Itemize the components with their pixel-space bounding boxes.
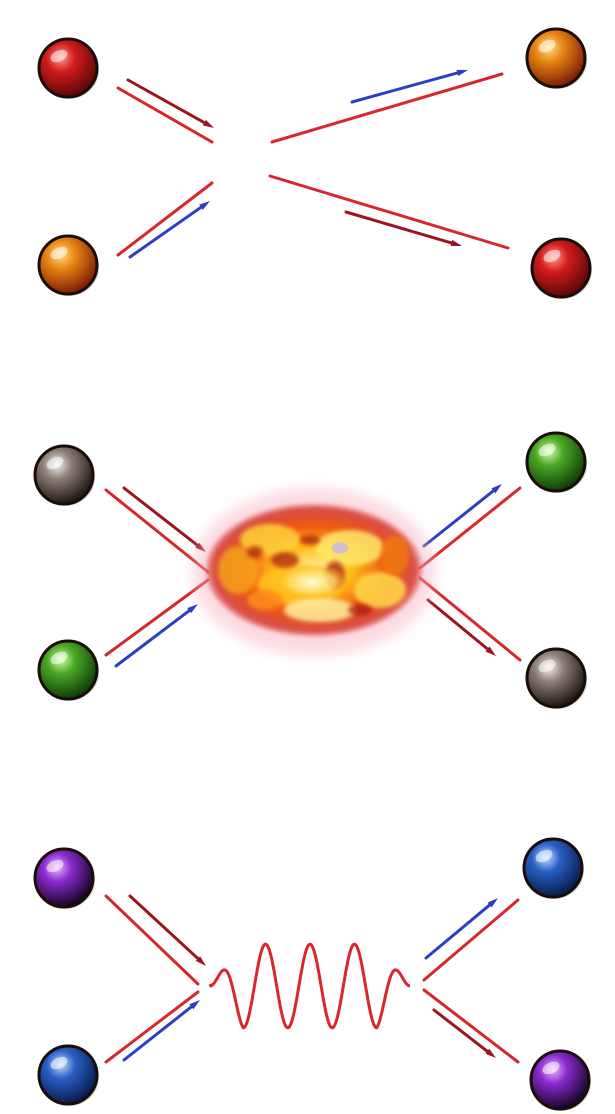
arrow-outgoing-top [424,484,502,546]
panel-wave [35,839,591,1111]
wavy-propagator [210,944,410,1028]
incoming-line-top [118,88,212,142]
arrow-incoming-bottom [130,201,210,257]
particle-in-bottom [39,1046,99,1106]
panel-explosion [35,433,587,709]
particle-in-bottom [39,236,99,296]
panel-scattering [39,29,592,299]
incoming-line-top [106,896,198,984]
arrow-incoming-top [124,488,206,552]
arrow-outgoing-bottom [428,600,496,656]
incoming-line-top [106,490,208,572]
particle-out-bottom [531,1051,591,1111]
particle-in-top [39,39,99,99]
fireball [192,488,436,656]
particle-out-top [527,433,587,493]
arrow-incoming-top [128,80,214,128]
outgoing-line-bottom [424,990,518,1062]
outgoing-line-bottom [420,578,520,660]
incoming-line-bottom [118,183,212,255]
arrow-incoming-bottom [124,1000,200,1060]
particle-in-bottom [39,641,99,701]
outgoing-line-bottom [270,176,508,248]
arrow-outgoing-top [352,70,468,102]
incoming-line-bottom [106,580,208,655]
outgoing-line-top [420,488,520,568]
particle-out-bottom [532,239,592,299]
particle-out-bottom [527,649,587,709]
arrow-incoming-bottom [116,604,198,666]
outgoing-line-top [424,900,518,980]
particle-in-top [35,849,95,909]
incoming-line-bottom [106,992,198,1062]
particle-out-top [527,29,587,89]
particle-out-top [524,839,584,899]
outgoing-line-top [272,74,502,142]
particle-in-top [35,446,95,506]
arrow-outgoing-bottom [434,1010,496,1058]
